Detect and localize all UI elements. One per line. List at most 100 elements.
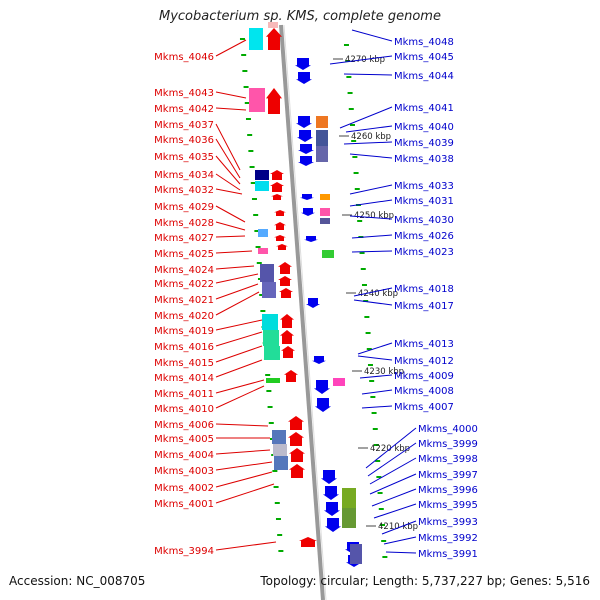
feature-block (262, 314, 278, 330)
tick-mark-left (273, 486, 279, 488)
leader-line-left (215, 91, 247, 99)
gene-label-right: Mkms_3992 (418, 533, 478, 544)
gene-label-right: Mkms_3999 (418, 439, 478, 450)
leader-line-left (215, 283, 259, 300)
leader-line-left (215, 205, 246, 223)
gene-label-left: Mkms_4032 (154, 185, 214, 196)
tick-mark-left (260, 310, 266, 312)
gene-label-left: Mkms_4035 (154, 152, 214, 163)
map-title: Mycobacterium sp. KMS, complete genome (159, 9, 441, 24)
gene-label-right: Mkms_4039 (394, 138, 454, 149)
tick-mark-left (255, 246, 261, 248)
reverse-gene-arrow (304, 236, 318, 242)
leader-line-right (329, 55, 393, 65)
leader-line-right (359, 374, 393, 379)
reverse-gene-arrow (325, 518, 341, 532)
gene-label-left: Mkms_4005 (154, 434, 214, 445)
leader-line-left (215, 221, 246, 231)
leader-line-right (349, 184, 393, 195)
gene-label-left: Mkms_4019 (154, 326, 214, 337)
gene-label-left: Mkms_4043 (154, 88, 214, 99)
leader-line-right (373, 503, 417, 519)
forward-gene-arrow (280, 330, 294, 344)
gene-label-right: Mkms_3997 (418, 470, 478, 481)
tick-mark-left (239, 38, 245, 40)
reverse-gene-arrow (296, 72, 312, 84)
leader-line-left (215, 345, 263, 363)
leader-line-left (215, 291, 260, 316)
leader-line-right (383, 536, 417, 545)
gene-label-left: Mkms_4034 (154, 170, 214, 181)
feature-block (255, 170, 269, 180)
feature-block (350, 544, 362, 564)
reverse-gene-arrow (315, 398, 331, 412)
leader-line-left (215, 235, 246, 238)
tick-mark-right (359, 252, 365, 254)
feature-block (249, 28, 263, 50)
leader-line-right (369, 473, 417, 495)
gene-label-right: Mkms_3996 (418, 485, 478, 496)
gene-label-right: Mkms_4045 (394, 52, 454, 63)
leader-line-right (361, 389, 393, 395)
gene-label-right: Mkms_4041 (394, 103, 454, 114)
gene-label-right: Mkms_4033 (394, 181, 454, 192)
reverse-gene-arrow (300, 194, 314, 200)
forward-gene-arrow (271, 194, 283, 200)
tick-mark-right (373, 444, 379, 446)
gene-label-left: Mkms_4024 (154, 265, 214, 276)
gene-label-right: Mkms_3991 (418, 549, 478, 560)
leader-line-right (351, 250, 393, 253)
leader-line-left (215, 483, 275, 504)
tick-mark-right (381, 540, 387, 542)
tick-mark-right (366, 348, 372, 350)
gene-label-right: Mkms_4008 (394, 386, 454, 397)
forward-gene-arrow (270, 170, 284, 180)
gene-label-left: Mkms_4011 (154, 389, 214, 400)
gene-label-left: Mkms_4036 (154, 135, 214, 146)
forward-gene-arrow (289, 448, 305, 462)
genome-backbone-highlight (283, 24, 327, 600)
gene-label-left: Mkms_4001 (154, 499, 214, 510)
feature-block (316, 130, 328, 146)
leader-line-left (215, 471, 273, 488)
leader-line-right (381, 520, 417, 535)
tick-mark-left (275, 518, 281, 520)
reverse-gene-arrow (295, 58, 311, 70)
gene-label-right: Mkms_4012 (394, 356, 454, 367)
gene-label-left: Mkms_4014 (154, 373, 214, 384)
tick-mark-left (243, 86, 249, 88)
leader-line-right (351, 29, 393, 42)
scale-label: 4210 kbp (378, 522, 418, 532)
forward-gene-arrow (270, 182, 284, 192)
feature-block (262, 282, 276, 298)
reverse-gene-arrow (324, 502, 340, 516)
tick-mark-right (382, 556, 388, 558)
forward-gene-arrow (266, 28, 282, 50)
gene-label-left: Mkms_4010 (154, 404, 214, 415)
tick-mark-left (245, 118, 251, 120)
tick-mark-right (351, 140, 357, 142)
tick-mark-right (360, 268, 366, 270)
genome-summary: Topology: circular; Length: 5,737,227 bp… (260, 574, 590, 588)
leader-line-left (215, 541, 277, 551)
forward-gene-arrow (274, 210, 286, 216)
leader-line-right (345, 125, 393, 133)
gene-label-right: Mkms_3998 (418, 454, 478, 465)
tick-mark-right (375, 460, 381, 462)
tick-mark-left (253, 214, 259, 216)
forward-gene-arrow (289, 464, 305, 478)
gene-label-right: Mkms_4017 (394, 301, 454, 312)
tick-mark-right (345, 60, 351, 62)
forward-gene-arrow (281, 346, 295, 358)
tick-mark-right (371, 412, 377, 414)
tick-mark-right (369, 380, 375, 382)
gene-label-left: Mkms_4029 (154, 202, 214, 213)
leader-line-left (215, 331, 263, 347)
feature-block (260, 264, 274, 282)
tick-mark-right (346, 76, 352, 78)
forward-gene-arrow (284, 370, 298, 382)
tick-mark-left (277, 534, 283, 536)
forward-gene-arrow (266, 88, 282, 114)
leader-line-left (215, 155, 241, 185)
